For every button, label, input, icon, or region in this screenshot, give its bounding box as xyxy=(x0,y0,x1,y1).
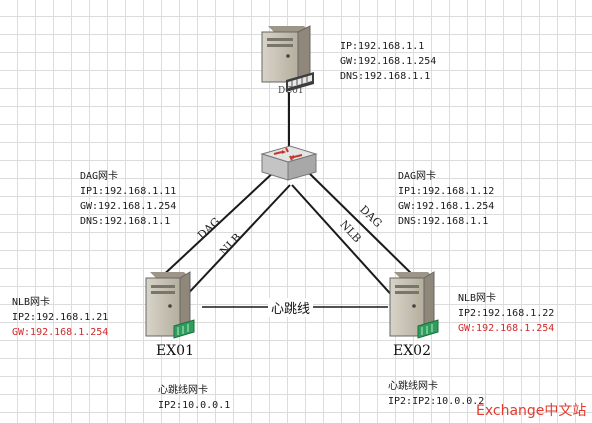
ex01-name: EX01 xyxy=(156,343,195,359)
ex02-heartbeat-ip: IP2:IP2:10.0.0.2 xyxy=(388,396,485,407)
ex01-dag-link xyxy=(157,169,277,281)
watermark: Exchange中文站 xyxy=(476,403,587,419)
ex02-dag-gw: GW:192.168.1.254 xyxy=(398,201,495,212)
ex01-nlb-gw: GW:192.168.1.254 xyxy=(12,327,109,338)
dc01-gw: GW:192.168.1.254 xyxy=(340,56,437,67)
ex02-nlb-link xyxy=(291,184,397,301)
ex02-nlb-title: NLB网卡 xyxy=(458,293,497,304)
dc01-server-icon xyxy=(261,25,314,92)
ex01-dag-ip: IP1:192.168.1.11 xyxy=(80,186,177,197)
dc01-name: DC01 xyxy=(278,86,304,96)
ex02-nlb-ip: IP2:192.168.1.22 xyxy=(458,308,555,319)
ex02-name: EX02 xyxy=(393,343,432,359)
ex02-dag-link xyxy=(307,171,421,283)
ex01-dag-gw: GW:192.168.1.254 xyxy=(80,201,177,212)
ex02-heartbeat-title: 心跳线网卡 xyxy=(388,381,438,392)
ex02-dag-ip: IP1:192.168.1.12 xyxy=(398,186,495,197)
heartbeat-link-label: 心跳线 xyxy=(268,298,314,317)
ex01-dag-dns: DNS:192.168.1.1 xyxy=(80,216,171,227)
ex02-server-icon xyxy=(389,271,439,339)
ex01-heartbeat-ip: IP2:10.0.0.1 xyxy=(158,400,231,411)
ex01-nlb-title: NLB网卡 xyxy=(12,297,51,308)
dc01-ip: IP:192.168.1.1 xyxy=(340,41,425,52)
ex02-dag-title: DAG网卡 xyxy=(398,171,437,182)
ex01-server-icon xyxy=(145,271,195,339)
ex01-dag-title: DAG网卡 xyxy=(80,171,119,182)
switch-icon xyxy=(260,145,318,181)
dc01-dns: DNS:192.168.1.1 xyxy=(340,71,431,82)
ex01-nlb-link xyxy=(181,184,291,301)
ex01-heartbeat-title: 心跳线网卡 xyxy=(158,385,208,396)
ex01-nlb-ip: IP2:192.168.1.21 xyxy=(12,312,109,323)
ex02-dag-dns: DNS:192.168.1.1 xyxy=(398,216,489,227)
ex02-nlb-gw: GW:192.168.1.254 xyxy=(458,323,555,334)
